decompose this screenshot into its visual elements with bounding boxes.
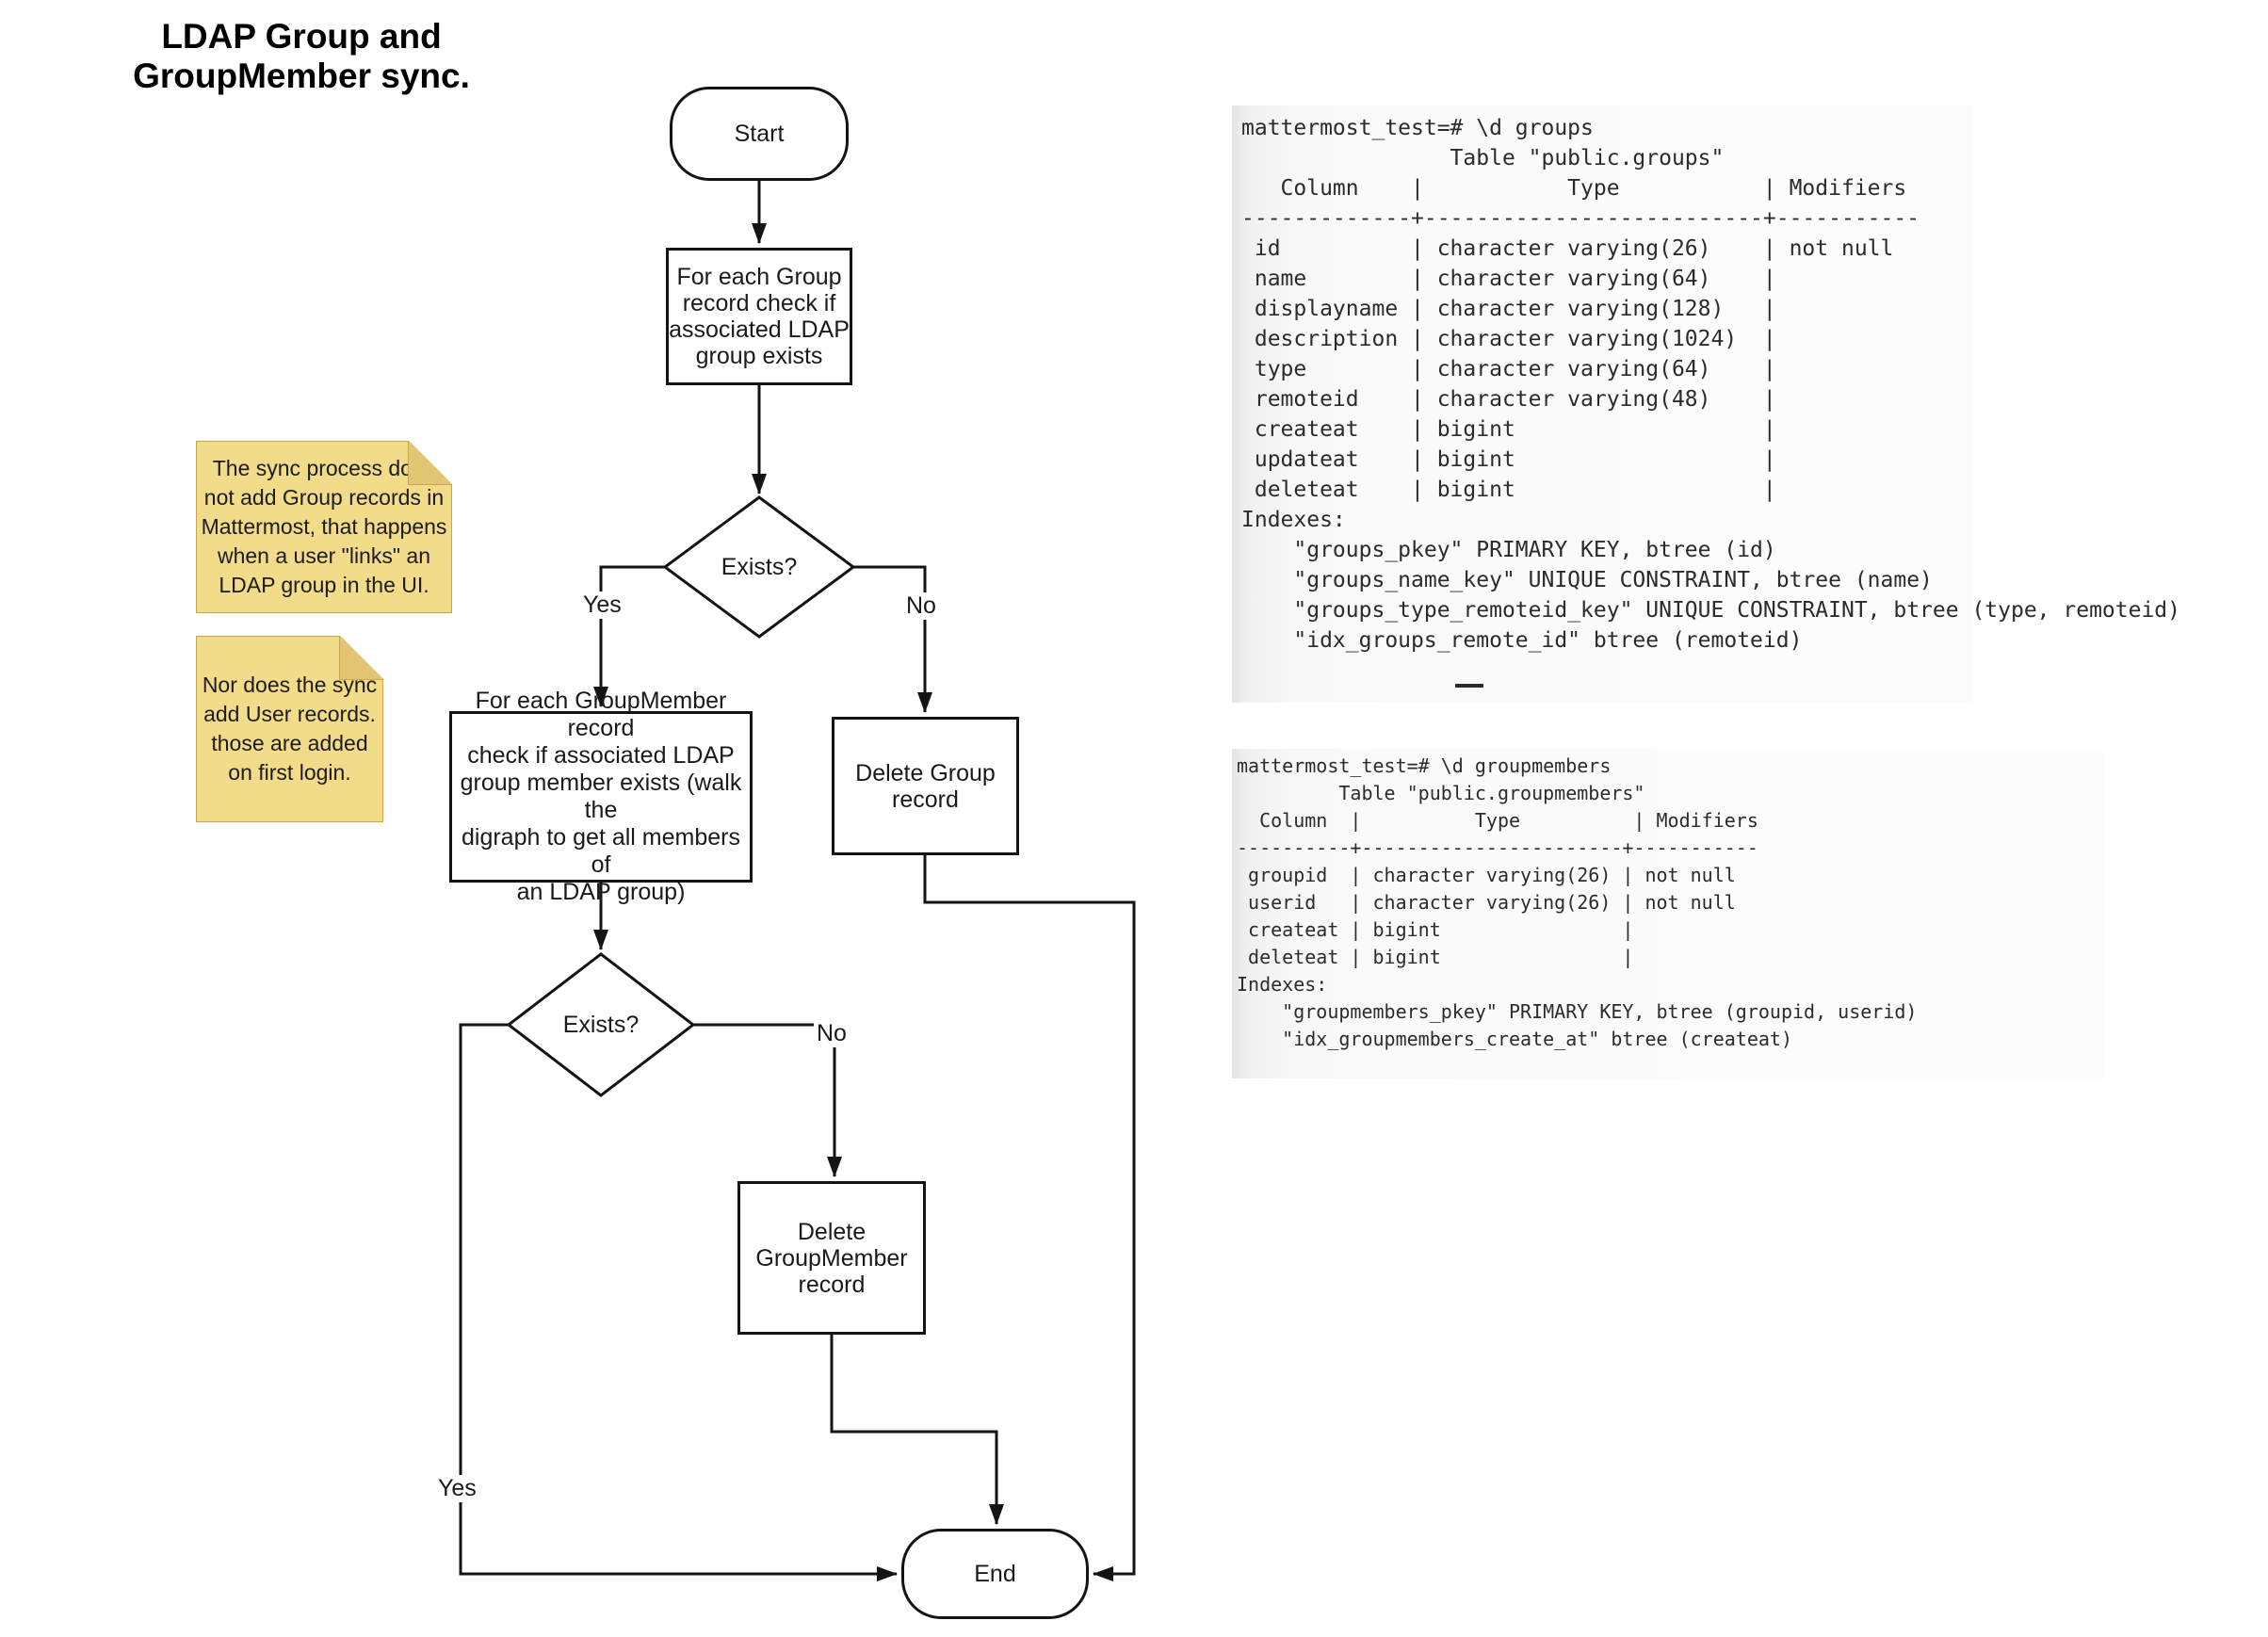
psql-groups-output: mattermost_test=# \d groups Table "publi…	[1241, 116, 2180, 653]
edge-decision2-yes-to-end	[459, 1023, 898, 1581]
edge-label-no-1: No	[903, 592, 939, 620]
decision2-label: Exists?	[562, 1012, 640, 1038]
edge-decision2-no	[693, 1023, 842, 1177]
start-node: Start	[670, 87, 849, 181]
edge-label-yes-1: Yes	[580, 592, 624, 619]
sticky-note-1-text: The sync process does not add Group reco…	[201, 456, 447, 597]
edge-decision1-yes	[593, 565, 665, 707]
edge-decision1-no	[853, 565, 932, 713]
folded-corner-icon	[408, 441, 452, 485]
diagram-title: LDAP Group and GroupMember sync.	[133, 17, 470, 95]
process-delete-groupmember-node: Delete GroupMember record	[737, 1181, 926, 1335]
sticky-note-user-records: Nor does the sync add User records. thos…	[196, 636, 383, 822]
terminal-cursor-dash	[1455, 684, 1483, 688]
edge-delete-groupmember-to-end	[830, 1335, 1004, 1525]
edge-label-no-2: No	[814, 1020, 850, 1047]
process-check-group-node: For each Group record check if associate…	[666, 248, 852, 385]
edge-label-yes-2: Yes	[435, 1475, 479, 1502]
sticky-note-group-records: The sync process does not add Group reco…	[196, 441, 452, 613]
decision2-diamond	[506, 952, 696, 1097]
end-node: End	[901, 1529, 1089, 1619]
decision1-diamond	[662, 495, 856, 639]
psql-groupmembers-output: mattermost_test=# \d groupmembers Table …	[1237, 754, 1918, 1050]
folded-corner-icon	[339, 636, 383, 680]
process-delete-group-node: Delete Group record	[832, 717, 1019, 855]
decision1-label: Exists?	[721, 554, 798, 580]
edge-delete-group-to-end	[923, 855, 1136, 1581]
psql-groups-terminal	[1232, 105, 1973, 703]
process-check-groupmember-node: For each GroupMember record check if ass…	[449, 688, 753, 905]
psql-groupmembers-terminal	[1232, 749, 2103, 1078]
sticky-note-2-text: Nor does the sync add User records. thos…	[202, 673, 378, 785]
